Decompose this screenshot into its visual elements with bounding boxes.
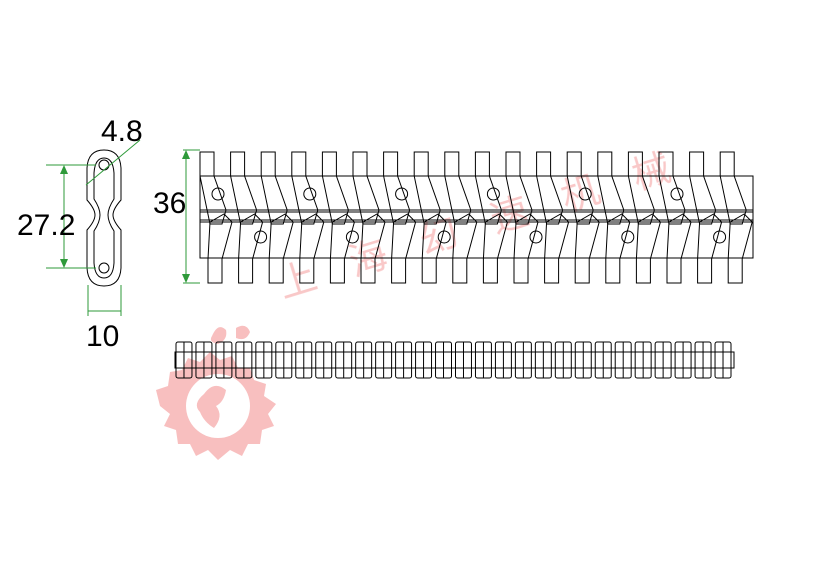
side-lower-tooth	[544, 213, 570, 284]
side-pin-hole-icon	[254, 230, 268, 244]
side-lower-tooth	[452, 213, 478, 284]
side-upper-tooth	[444, 151, 472, 225]
side-lower-tooth	[574, 213, 600, 284]
side-pin-hole-icon	[486, 187, 500, 201]
side-pin-hole-icon	[395, 187, 409, 201]
side-lower-tooth	[605, 213, 631, 284]
side-upper-tooth	[536, 151, 564, 225]
side-upper-tooth	[413, 151, 441, 225]
side-upper-tooth	[719, 151, 747, 225]
side-lower-tooth	[666, 213, 692, 284]
side-upper-tooth	[321, 151, 349, 225]
top-hole-icon	[98, 159, 110, 171]
side-pin-hole-icon	[211, 187, 225, 201]
side-upper-tooth	[352, 151, 380, 225]
side-lower-tooth	[697, 213, 723, 284]
side-upper-tooth	[291, 151, 319, 225]
height-label: 36	[153, 187, 186, 220]
side-pin-hole-icon	[437, 230, 451, 244]
side-pin-hole-icon	[345, 230, 359, 244]
side-upper-tooth	[505, 151, 533, 225]
side-lower-tooth	[513, 213, 539, 284]
side-lower-tooth	[238, 213, 264, 284]
module-end-view: 4.8 27.2 10	[17, 115, 143, 353]
side-upper-tooth	[597, 151, 625, 225]
side-upper-tooth	[474, 151, 502, 225]
side-upper-tooth	[658, 151, 686, 225]
side-lower-rail	[199, 211, 754, 259]
side-upper-tooth	[566, 151, 594, 225]
side-pin-hole-icon	[713, 230, 727, 244]
pitch-label: 27.2	[17, 209, 75, 242]
side-upper-tooth	[689, 151, 717, 225]
width-label: 10	[86, 320, 119, 353]
side-pin-hole-icon	[303, 187, 317, 201]
side-pin-hole-icon	[670, 187, 684, 201]
side-lower-tooth	[207, 213, 233, 284]
side-upper-tooth	[383, 151, 411, 225]
side-upper-tooth	[260, 151, 288, 225]
side-lower-tooth	[329, 213, 355, 284]
side-lower-tooth	[360, 213, 386, 284]
hole-diameter-label: 4.8	[101, 115, 143, 148]
side-upper-rail	[199, 175, 754, 221]
belt-top-view	[174, 341, 735, 379]
bottom-hole-icon	[98, 262, 110, 274]
side-pin-hole-icon	[578, 187, 592, 201]
side-lower-tooth	[635, 213, 661, 284]
belt-side-view: 36	[153, 149, 754, 284]
side-lower-tooth	[268, 213, 294, 284]
side-lower-tooth	[299, 213, 325, 284]
side-pin-hole-icon	[621, 230, 635, 244]
side-upper-tooth	[230, 151, 258, 225]
watermark-logo: 上海幻速机械	[156, 135, 710, 460]
watermark-text: 上海幻速机械	[273, 135, 710, 307]
side-lower-tooth	[421, 213, 447, 284]
top-centre-band	[174, 351, 735, 369]
side-lower-tooth	[482, 213, 508, 284]
side-upper-tooth	[627, 151, 655, 225]
side-lower-tooth	[391, 213, 417, 284]
side-pin-hole-icon	[529, 230, 543, 244]
side-lower-tooth	[727, 213, 753, 284]
side-upper-tooth	[199, 151, 227, 225]
